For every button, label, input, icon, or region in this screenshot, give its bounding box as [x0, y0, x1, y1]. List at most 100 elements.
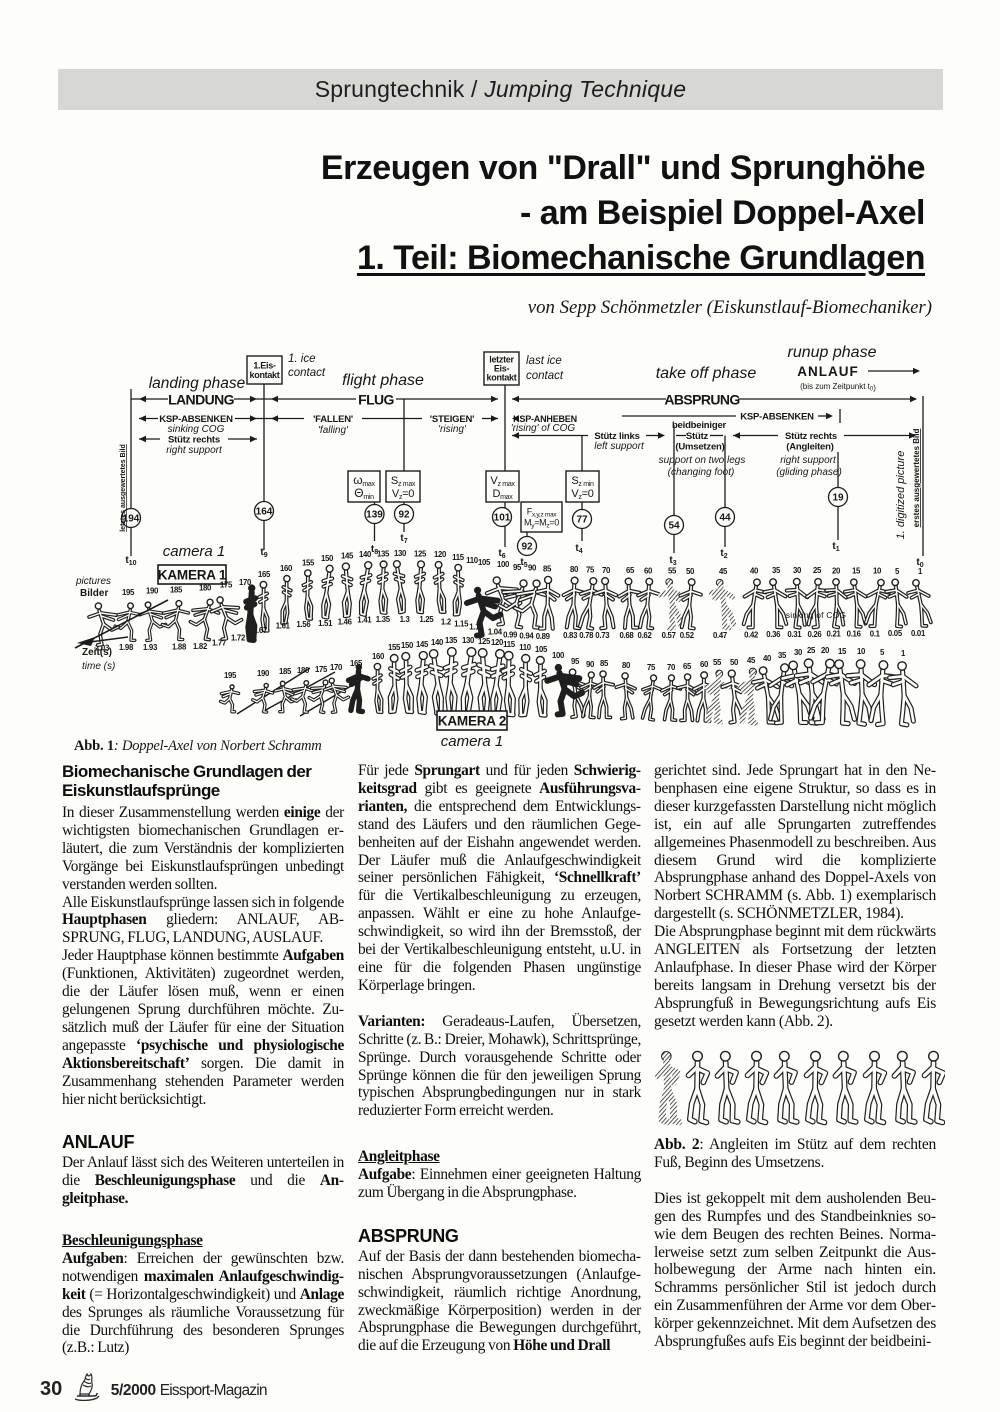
- svg-text:110: 110: [519, 643, 532, 652]
- svg-text:'STEIGEN': 'STEIGEN': [430, 414, 474, 425]
- svg-text:50: 50: [686, 567, 695, 576]
- svg-text:(Angleiten): (Angleiten): [786, 442, 833, 453]
- svg-text:camera 1: camera 1: [441, 733, 504, 750]
- svg-text:80: 80: [570, 565, 579, 574]
- svg-text:75: 75: [586, 566, 595, 575]
- svg-text:5: 5: [895, 567, 900, 576]
- svg-text:40: 40: [750, 566, 759, 575]
- svg-text:1.04: 1.04: [488, 628, 503, 637]
- svg-text:150: 150: [321, 554, 334, 563]
- svg-text:support on two legs: support on two legs: [659, 455, 746, 466]
- svg-text:10: 10: [857, 647, 866, 656]
- svg-text:KSP-ABSENKEN: KSP-ABSENKEN: [159, 414, 233, 425]
- svg-text:1.25: 1.25: [419, 615, 434, 624]
- svg-text:139: 139: [366, 510, 383, 521]
- svg-text:1.2: 1.2: [441, 617, 452, 626]
- svg-text:runup phase: runup phase: [788, 344, 877, 361]
- svg-text:160: 160: [372, 652, 385, 661]
- svg-text:44: 44: [719, 513, 731, 524]
- svg-text:1.82: 1.82: [193, 642, 208, 651]
- svg-text:115: 115: [452, 553, 465, 562]
- svg-text:take off phase: take off phase: [656, 365, 757, 382]
- svg-text:85: 85: [600, 659, 609, 668]
- svg-text:1.56: 1.56: [296, 620, 311, 629]
- svg-text:105: 105: [478, 558, 491, 567]
- svg-text:195: 195: [224, 671, 237, 680]
- svg-text:(gliding phase): (gliding phase): [776, 467, 842, 478]
- svg-text:kontakt: kontakt: [487, 373, 517, 383]
- svg-text:15: 15: [838, 647, 847, 656]
- svg-text:65: 65: [683, 662, 692, 671]
- svg-text:kontakt: kontakt: [250, 370, 280, 380]
- svg-text:left support: left support: [594, 441, 645, 452]
- svg-text:FLUG: FLUG: [358, 392, 394, 408]
- svg-text:letzter: letzter: [489, 355, 514, 365]
- svg-text:145: 145: [341, 552, 354, 561]
- svg-text:140: 140: [431, 638, 444, 647]
- svg-text:ANLAUF: ANLAUF: [797, 364, 859, 379]
- svg-text:170: 170: [330, 663, 343, 672]
- svg-text:185: 185: [279, 667, 292, 676]
- svg-text:30: 30: [794, 648, 803, 657]
- svg-text:1.51: 1.51: [318, 619, 333, 628]
- svg-text:t10: t10: [125, 555, 136, 567]
- svg-text:90: 90: [528, 564, 537, 573]
- svg-text:Stütz links: Stütz links: [594, 431, 639, 442]
- svg-text:1.61: 1.61: [276, 622, 291, 631]
- svg-text:0.01: 0.01: [911, 629, 926, 638]
- svg-text:right support: right support: [166, 445, 223, 456]
- svg-text:20: 20: [821, 646, 830, 655]
- svg-text:135: 135: [445, 636, 458, 645]
- svg-text:2.03: 2.03: [95, 644, 110, 653]
- svg-text:Bilder: Bilder: [80, 588, 108, 599]
- svg-text:1.67: 1.67: [253, 626, 267, 635]
- svg-text:110: 110: [466, 556, 479, 565]
- svg-text:155: 155: [388, 643, 401, 652]
- svg-text:(changing foot): (changing foot): [668, 467, 735, 478]
- svg-text:65: 65: [626, 566, 635, 575]
- svg-text:45: 45: [747, 656, 756, 665]
- svg-text:1.93: 1.93: [143, 643, 158, 652]
- svg-text:130: 130: [394, 549, 407, 558]
- svg-text:flight phase: flight phase: [342, 372, 424, 389]
- svg-text:54: 54: [668, 521, 680, 532]
- svg-text:77: 77: [576, 515, 588, 526]
- svg-text:40: 40: [763, 654, 772, 663]
- svg-text:190: 190: [146, 587, 159, 596]
- svg-text:70: 70: [667, 663, 676, 672]
- svg-text:0.1: 0.1: [870, 629, 881, 638]
- svg-text:(bis zum Zeitpunkt t0): (bis zum Zeitpunkt t0): [800, 382, 876, 393]
- svg-text:'rising': 'rising': [438, 424, 467, 435]
- svg-text:1.77: 1.77: [212, 639, 226, 648]
- svg-text:1: 1: [901, 649, 906, 658]
- svg-text:1.3: 1.3: [400, 615, 411, 624]
- svg-text:170: 170: [239, 578, 252, 587]
- svg-text:Zeit(s): Zeit(s): [82, 647, 112, 658]
- svg-text:Vz=0: Vz=0: [392, 488, 414, 501]
- svg-text:erstes ausgewertetes Bild: erstes ausgewertetes Bild: [912, 429, 921, 528]
- svg-text:0.78: 0.78: [579, 631, 594, 640]
- svg-text:50: 50: [730, 658, 739, 667]
- svg-text:180: 180: [297, 666, 310, 675]
- svg-text:1.98: 1.98: [119, 643, 134, 652]
- svg-text:1.Eis-: 1.Eis-: [253, 360, 276, 370]
- svg-text:LANDUNG: LANDUNG: [168, 392, 235, 408]
- svg-text:95: 95: [513, 563, 522, 572]
- svg-text:sinking COG: sinking COG: [168, 424, 225, 435]
- svg-text:92: 92: [398, 510, 410, 521]
- svg-text:KAMERA 2: KAMERA 2: [438, 714, 506, 729]
- svg-text:125: 125: [478, 637, 491, 646]
- svg-text:0.47: 0.47: [713, 631, 727, 640]
- svg-text:t5: t5: [520, 557, 527, 569]
- svg-text:1.46: 1.46: [338, 618, 353, 627]
- svg-text:0.21: 0.21: [827, 630, 842, 639]
- svg-text:contact: contact: [288, 367, 326, 379]
- svg-text:55: 55: [668, 567, 677, 576]
- svg-text:right support: right support: [780, 455, 837, 466]
- svg-text:Stütz rechts: Stütz rechts: [168, 435, 220, 446]
- svg-text:90: 90: [586, 660, 595, 669]
- svg-text:'FALLEN': 'FALLEN': [313, 414, 353, 425]
- svg-text:19: 19: [832, 493, 844, 504]
- svg-text:0.31: 0.31: [787, 630, 802, 639]
- svg-text:'rising' of COG: 'rising' of COG: [511, 423, 576, 434]
